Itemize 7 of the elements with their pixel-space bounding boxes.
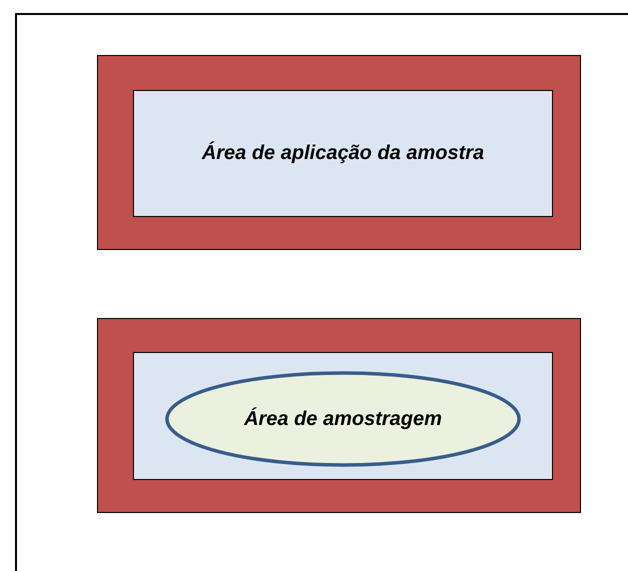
area-ellipse <box>165 371 521 467</box>
frame-box <box>97 55 581 250</box>
panel-box <box>133 352 553 480</box>
panel-box <box>133 90 553 217</box>
area-label: Área de aplicação da amostra <box>202 142 484 165</box>
area-label: Área de amostragem <box>244 408 442 430</box>
frame-box <box>97 318 581 513</box>
